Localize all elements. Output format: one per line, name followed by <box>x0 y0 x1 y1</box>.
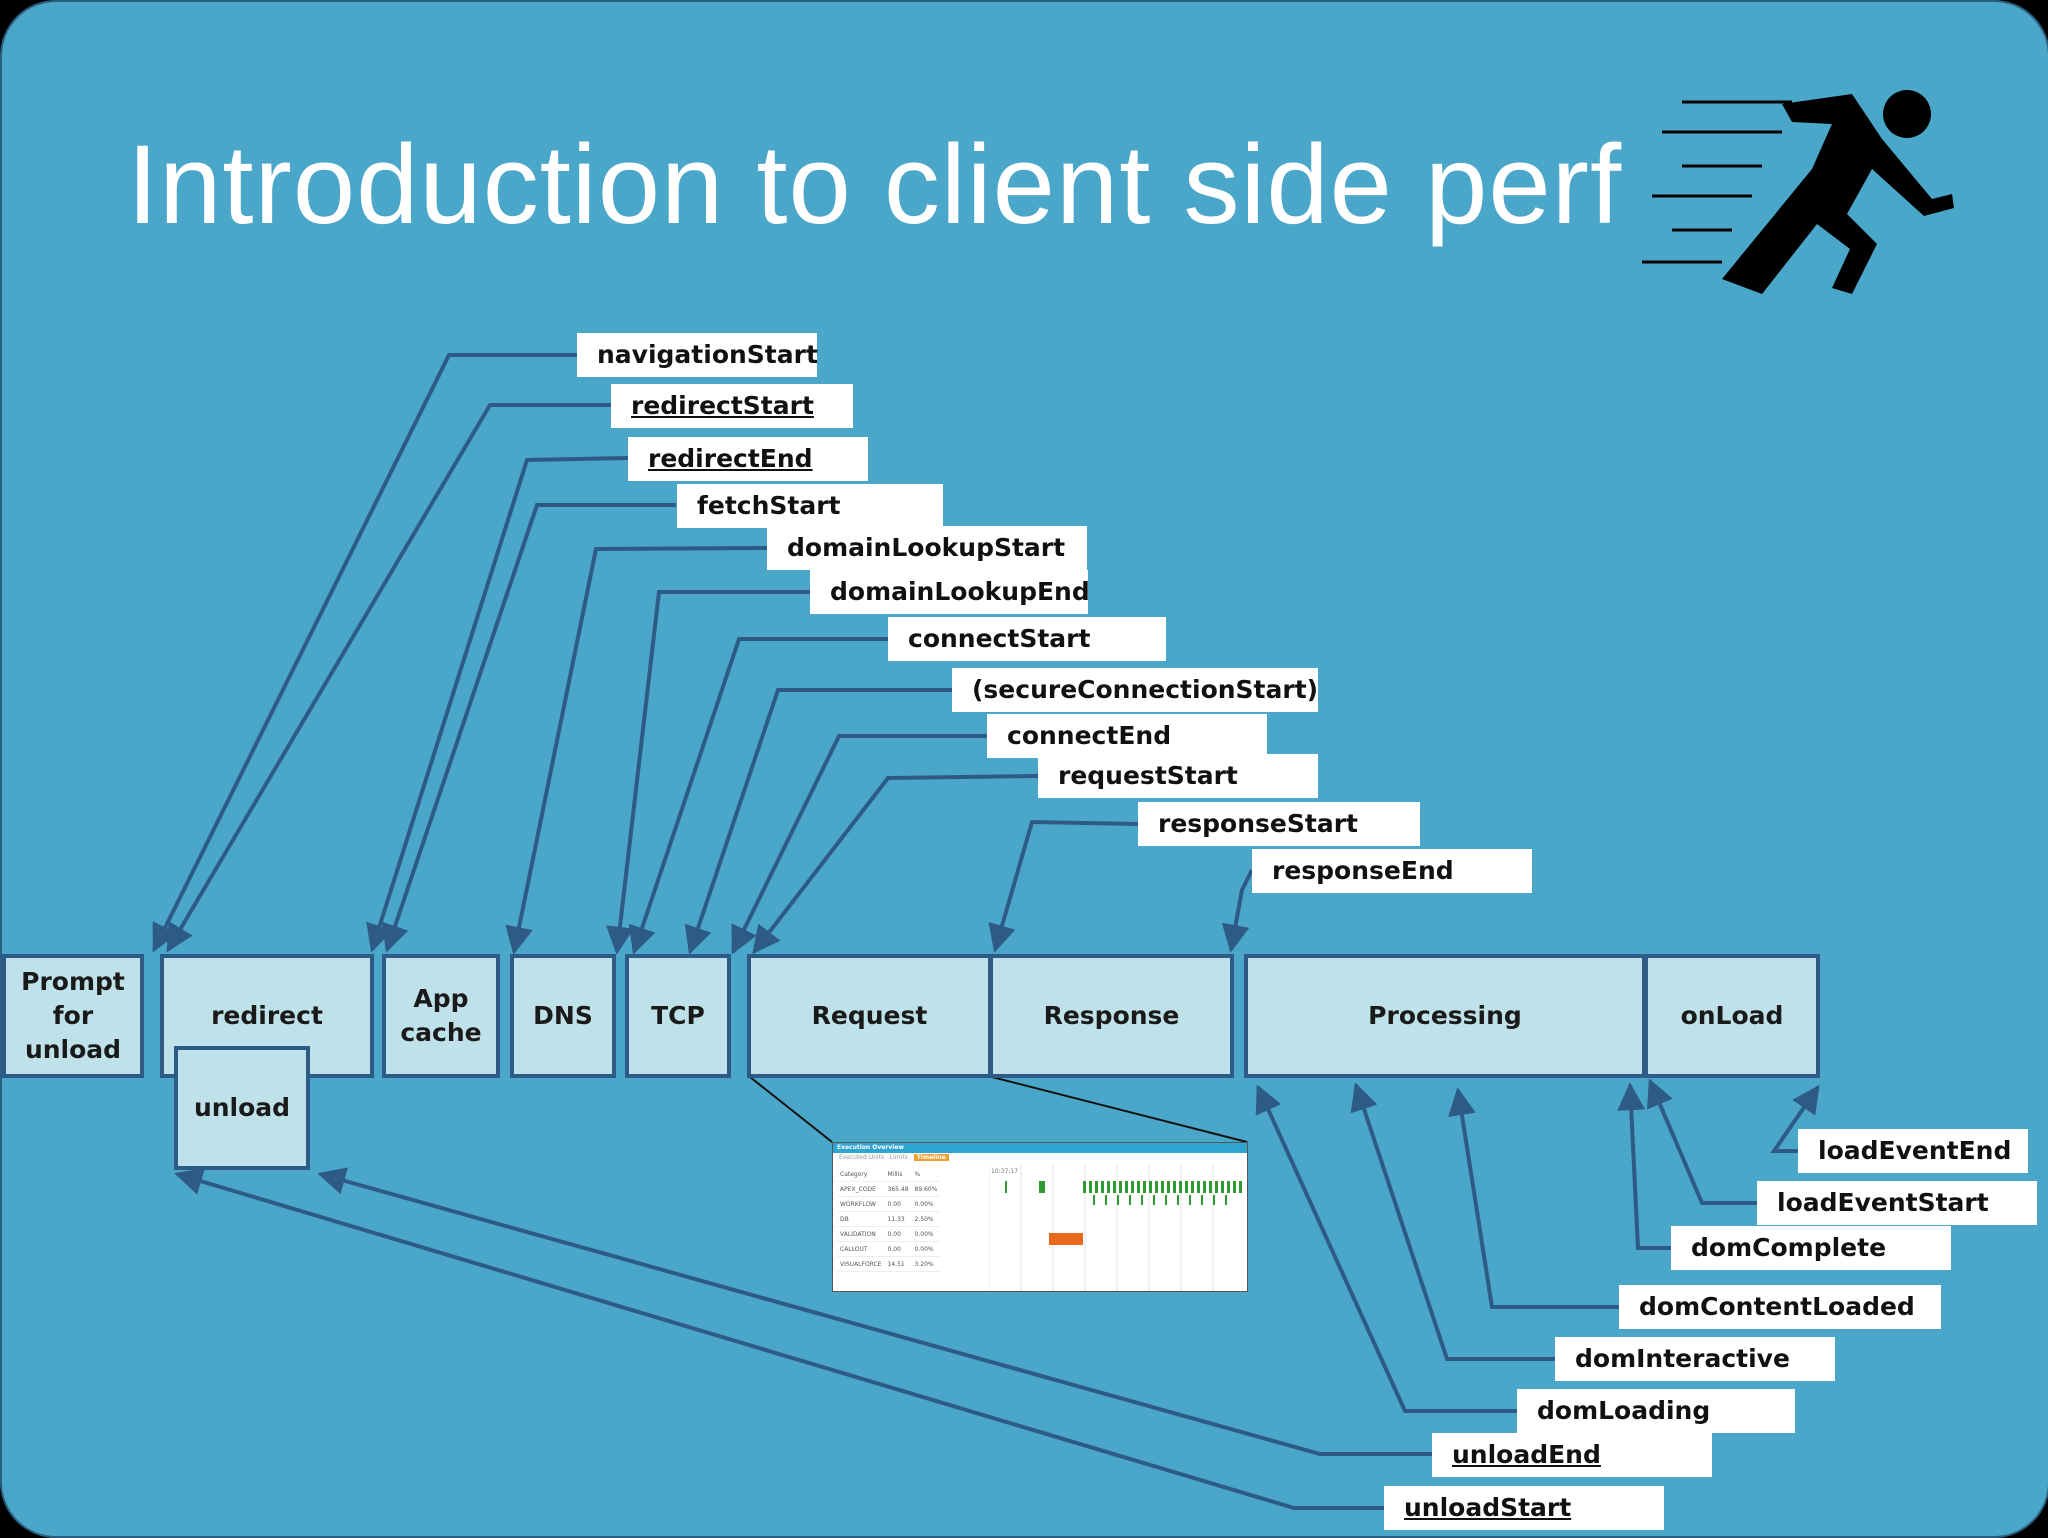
thumbnail-time-tick: 10:37:17 <box>991 1168 1018 1175</box>
slide-title: Introduction to client side perf <box>127 122 1623 247</box>
label-loadEventStart: loadEventStart <box>1757 1181 2037 1225</box>
phase-dns: DNS <box>510 954 616 1078</box>
label-domInteractive: domInteractive <box>1555 1337 1835 1381</box>
phase-onload: onLoad <box>1644 954 1820 1078</box>
label-connectEnd: connectEnd <box>987 714 1267 758</box>
arrow-domainLookupStart <box>505 546 768 955</box>
arrow-responseEnd <box>1221 869 1254 953</box>
label-redirectStart: redirectStart <box>611 384 853 428</box>
arrow-connectStart <box>628 637 888 955</box>
phase-request: Request <box>747 954 992 1078</box>
label-unloadStart: unloadStart <box>1384 1486 1664 1530</box>
label-unloadEnd: unloadEnd <box>1432 1433 1712 1477</box>
execution-overview-thumbnail: Execution Overview Executed Units Limits… <box>832 1142 1248 1292</box>
running-man-icon <box>1642 90 1954 294</box>
label-secureConnectionStart: (secureConnectionStart) <box>952 668 1318 712</box>
label-loadEventEnd: loadEventEnd <box>1798 1129 2028 1173</box>
phase-processing: Processing <box>1244 954 1646 1078</box>
label-connectStart: connectStart <box>888 617 1166 661</box>
thumbnail-tab: Limits <box>889 1154 908 1161</box>
label-domLoading: domLoading <box>1517 1389 1795 1433</box>
thumbnail-header: Execution Overview <box>833 1143 1247 1153</box>
arrow-domainLookupEnd <box>606 590 810 955</box>
phase-unload: unload <box>174 1046 310 1170</box>
arrow-domLoading <box>1255 1084 1517 1413</box>
zoom-line-right <box>991 1076 1248 1143</box>
arrow-loadEventStart <box>1647 1078 1757 1205</box>
arrow-responseStart <box>988 819 1139 953</box>
phase-response: Response <box>989 954 1234 1078</box>
arrow-requestStart <box>752 774 1039 955</box>
label-responseEnd: responseEnd <box>1252 849 1532 893</box>
arrow-connectEnd <box>731 734 987 955</box>
arrow-domContentLoaded <box>1448 1087 1620 1309</box>
arrow-redirectStart <box>166 403 611 953</box>
zoom-line-left <box>749 1076 833 1143</box>
label-navigationStart: navigationStart <box>577 333 818 377</box>
arrow-navigationStart <box>152 353 578 953</box>
arrow-domComplete <box>1617 1082 1672 1250</box>
label-domainLookupEnd: domainLookupEnd <box>810 570 1090 614</box>
phase-prompt-for-unload: Prompt for unload <box>2 954 144 1078</box>
arrow-secureConnectionStart <box>684 688 952 955</box>
arrow-redirectEnd <box>366 456 629 953</box>
thumbnail-tabs: Executed Units Limits Timeline <box>833 1153 1247 1163</box>
arrow-domInteractive <box>1350 1082 1555 1361</box>
arrow-fetchStart <box>381 503 676 953</box>
label-requestStart: requestStart <box>1038 754 1318 798</box>
thumbnail-tab: Executed Units <box>839 1154 885 1161</box>
label-domContentLoaded: domContentLoaded <box>1619 1285 1941 1329</box>
thumbnail-active-tab: Timeline <box>913 1154 949 1161</box>
thumbnail-timeline: 10:37:17 <box>989 1165 1242 1291</box>
phase-tcp: TCP <box>625 954 731 1078</box>
label-responseStart: responseStart <box>1138 802 1420 846</box>
label-fetchStart: fetchStart <box>677 484 943 528</box>
label-domainLookupStart: domainLookupStart <box>767 526 1087 570</box>
label-redirectEnd: redirectEnd <box>628 437 868 481</box>
phase-app-cache: App cache <box>382 954 500 1078</box>
label-domComplete: domComplete <box>1671 1226 1951 1270</box>
